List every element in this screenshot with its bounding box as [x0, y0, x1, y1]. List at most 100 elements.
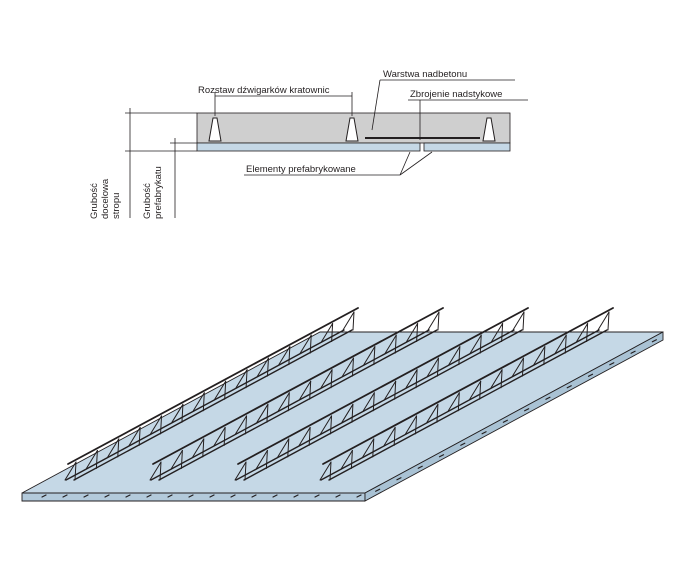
diagonal [372, 392, 375, 412]
diagonal [329, 461, 332, 481]
bottom-chord [150, 329, 430, 481]
bottom-chord [328, 329, 608, 481]
rebar-end [375, 488, 381, 492]
diagonal [320, 415, 333, 435]
diagonal [244, 461, 247, 481]
diagonal [511, 357, 524, 377]
prefab-element-right [423, 142, 511, 152]
diagonal [223, 426, 226, 446]
svg-text:docelowa: docelowa [100, 178, 111, 219]
diagonal [383, 426, 396, 446]
rebar-end [356, 494, 362, 498]
truss-4 [319, 307, 614, 481]
diagonal [384, 334, 397, 354]
diagonal [564, 334, 567, 354]
diagonal [437, 311, 440, 331]
diagonal [479, 380, 482, 400]
rebar-end [251, 494, 257, 498]
top-chord [152, 307, 444, 465]
prefab-leader-a [399, 151, 411, 176]
diagonal [457, 392, 460, 412]
diagonal [74, 461, 77, 481]
bottom-rebar-ends [41, 339, 657, 498]
diagonal [415, 369, 418, 389]
slab-side-face [364, 331, 664, 502]
diagonal [362, 392, 375, 412]
diagonal [287, 392, 290, 412]
diagonal [299, 334, 312, 354]
diagonal [287, 438, 290, 458]
diagonal [415, 415, 418, 435]
diagonal [458, 346, 461, 366]
svg-text:Grubość: Grubość [142, 183, 153, 219]
prefab-elements-label: Elementy prefabrykowane [246, 164, 356, 175]
diagonal [522, 311, 525, 331]
diagonal [192, 392, 205, 412]
top-chord [322, 307, 614, 465]
diagonal [266, 357, 269, 377]
diagonal [235, 369, 248, 389]
diagonal [171, 403, 184, 423]
diagonal [372, 438, 375, 458]
bottom-chord [235, 329, 515, 481]
rebar-end [545, 396, 551, 400]
diagonal [64, 461, 77, 481]
rebar-end [62, 494, 68, 498]
diagonal [265, 449, 268, 469]
topping-layer-label: Warstwa nadbetonu [383, 69, 467, 80]
diagonal [330, 415, 333, 435]
diagonal [277, 392, 290, 412]
diagonal [362, 438, 375, 458]
rebar-end [125, 494, 131, 498]
diagonal [405, 369, 418, 389]
diagonal [447, 392, 460, 412]
diagonal [384, 380, 397, 400]
bottom-chord [320, 329, 600, 481]
diagonal [436, 403, 439, 423]
svg-text:Grubość: Grubość [89, 183, 100, 219]
diagonal [266, 403, 269, 423]
diagonal [554, 334, 567, 354]
diagonal [202, 392, 205, 412]
joint-reinforcement-label: Zbrojenie nadstykowe [410, 89, 502, 100]
diagonal [235, 415, 248, 435]
truss-profile-2 [345, 117, 359, 142]
diagonal [341, 357, 354, 377]
diagonal [138, 426, 141, 446]
rebar-end [460, 442, 466, 446]
rebar-end [188, 494, 194, 498]
diagonal [277, 438, 290, 458]
diagonal [521, 357, 524, 377]
diagonal [373, 346, 376, 366]
diagonal [330, 369, 333, 389]
cross-section: Rozstaw dźwigarków kratownic Warstwa nad… [89, 69, 528, 219]
rebar-end [566, 385, 572, 389]
diagonal [256, 403, 269, 423]
rebar-end [481, 431, 487, 435]
top-chord [237, 307, 529, 465]
truss-1 [64, 307, 359, 481]
diagonal [321, 323, 334, 343]
diagonal [394, 380, 397, 400]
diagonal [288, 346, 291, 366]
diagonal [490, 369, 503, 389]
diagonal [479, 334, 482, 354]
rebar-end [167, 494, 173, 498]
prefab-element-left [196, 142, 421, 152]
diagonal [214, 380, 227, 400]
rebar-end [104, 494, 110, 498]
rebar-end [230, 494, 236, 498]
diagonal [533, 346, 546, 366]
diagonal [436, 357, 439, 377]
diagonal [469, 334, 482, 354]
diagonal [351, 403, 354, 423]
rebar-end [396, 477, 402, 481]
diagonal [331, 323, 334, 343]
diagonal [278, 346, 291, 366]
prefab-leader-b [399, 151, 433, 176]
bottom-chord [243, 329, 523, 481]
diagonal [426, 403, 439, 423]
diagonal [340, 449, 353, 469]
diagonal [180, 449, 183, 469]
